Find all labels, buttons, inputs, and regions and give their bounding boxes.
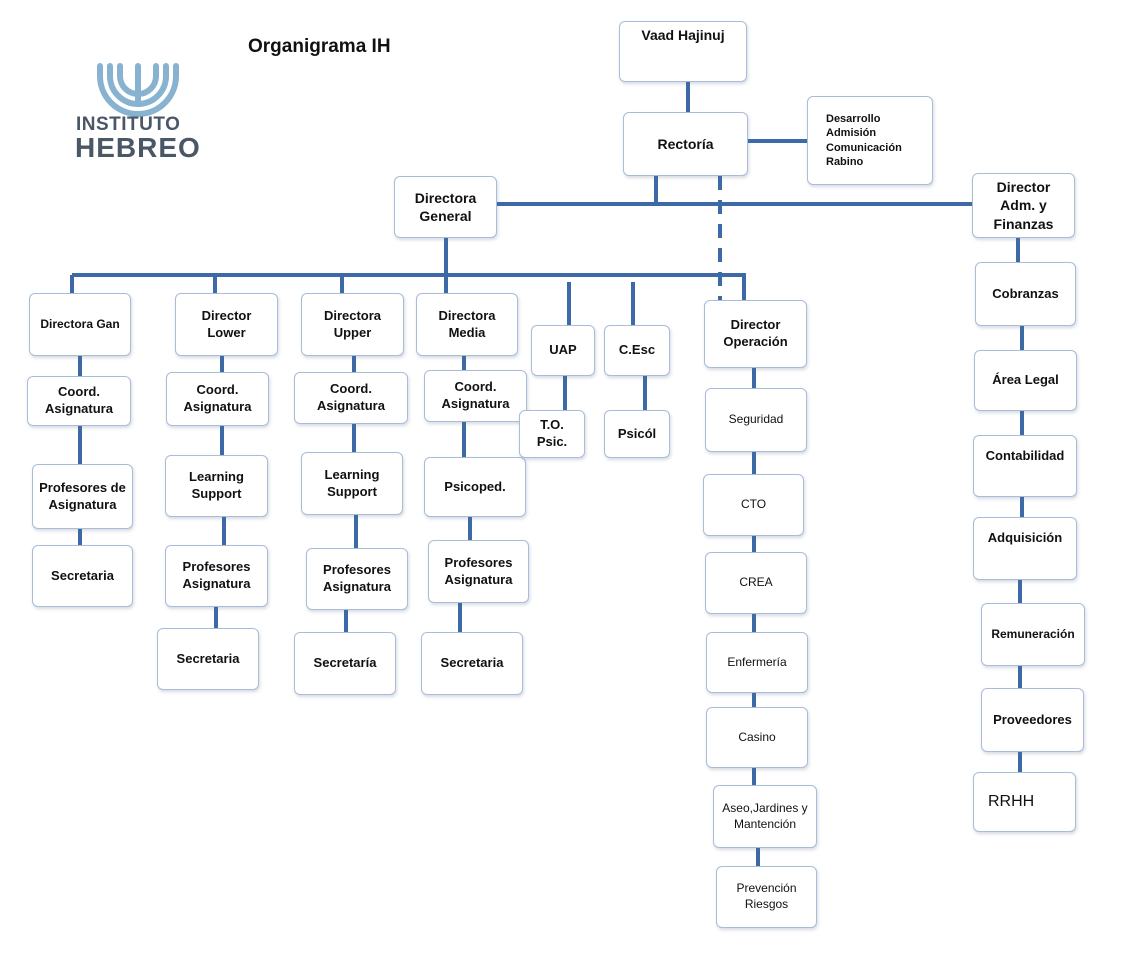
logo-text-line2: HEBREO bbox=[75, 132, 201, 163]
node-upper-secretaria: Secretaría bbox=[294, 632, 396, 695]
node-uap: UAP bbox=[531, 325, 595, 376]
staff-item: Comunicación bbox=[826, 141, 902, 154]
node-contabilidad: Contabilidad bbox=[973, 435, 1077, 497]
node-media-profesores: Profesores Asignatura bbox=[428, 540, 529, 603]
node-cto: CTO bbox=[703, 474, 804, 536]
node-rrhh: RRHH bbox=[973, 772, 1076, 832]
node-prevencion-riesgos: Prevención Riesgos bbox=[716, 866, 817, 928]
node-lower-secretaria: Secretaria bbox=[157, 628, 259, 690]
node-lower-coord: Coord. Asignatura bbox=[166, 372, 269, 426]
node-lower-profesores: Profesores Asignatura bbox=[165, 545, 268, 607]
node-gan-profesores: Profesores de Asignatura bbox=[32, 464, 133, 529]
node-c-esc: C.Esc bbox=[604, 325, 670, 376]
node-proveedores: Proveedores bbox=[981, 688, 1084, 752]
node-director-adm-finanzas: Director Adm. y Finanzas bbox=[972, 173, 1075, 238]
node-label-line: Directora bbox=[414, 189, 477, 206]
node-media-psicoped: Psicoped. bbox=[424, 457, 526, 517]
node-upper-coord: Coord. Asignatura bbox=[294, 372, 408, 424]
node-director-lower: Director Lower bbox=[175, 293, 278, 356]
node-lower-learning-support: Learning Support bbox=[165, 455, 268, 517]
node-cobranzas: Cobranzas bbox=[975, 262, 1076, 326]
node-vaad-hajinuj: Vaad Hajinuj bbox=[619, 21, 747, 82]
node-enfermeria: Enfermería bbox=[706, 632, 808, 693]
node-seguridad: Seguridad bbox=[705, 388, 807, 452]
node-upper-learning-support: Learning Support bbox=[301, 452, 403, 515]
instituto-hebreo-logo-icon bbox=[97, 63, 179, 117]
node-staff-rectoria: Desarrollo Admisión Comunicación Rabino bbox=[807, 96, 933, 185]
node-directora-general: Directora General bbox=[394, 176, 497, 238]
node-media-coord: Coord. Asignatura bbox=[424, 370, 527, 422]
node-gan-secretaria: Secretaria bbox=[32, 545, 133, 607]
node-crea: CREA bbox=[705, 552, 807, 614]
node-remuneracion: Remuneración bbox=[981, 603, 1085, 666]
node-casino: Casino bbox=[706, 707, 808, 768]
node-gan-coord: Coord. Asignatura bbox=[27, 376, 131, 426]
node-adquisicion: Adquisición bbox=[973, 517, 1077, 580]
staff-item: Rabino bbox=[826, 155, 864, 168]
staff-item: Desarrollo bbox=[826, 112, 881, 125]
node-aseo-jardines: Aseo,Jardines y Mantención bbox=[713, 785, 817, 848]
node-media-secretaria: Secretaria bbox=[421, 632, 523, 695]
node-directora-gan: Directora Gan bbox=[29, 293, 131, 356]
page-title: Organigrama IH bbox=[248, 36, 391, 57]
node-area-legal: Área Legal bbox=[974, 350, 1077, 411]
node-label-line: Director bbox=[996, 179, 1051, 196]
logo-text-line1: INSTITUTO bbox=[76, 114, 181, 135]
node-psicol: Psicól bbox=[604, 410, 670, 458]
node-rectoria: Rectoría bbox=[623, 112, 748, 176]
staff-item: Admisión bbox=[826, 127, 877, 140]
node-upper-profesores: Profesores Asignatura bbox=[306, 548, 408, 610]
node-directora-upper: Directora Upper bbox=[301, 293, 404, 356]
node-label-line: Finanzas bbox=[993, 215, 1054, 232]
node-to-psic: T.O. Psic. bbox=[519, 410, 585, 458]
node-director-operacion: Director Operación bbox=[704, 300, 807, 368]
node-label-line: General bbox=[419, 208, 472, 224]
node-label-line: Adm. y bbox=[1000, 197, 1047, 214]
node-directora-media: Directora Media bbox=[416, 293, 518, 356]
